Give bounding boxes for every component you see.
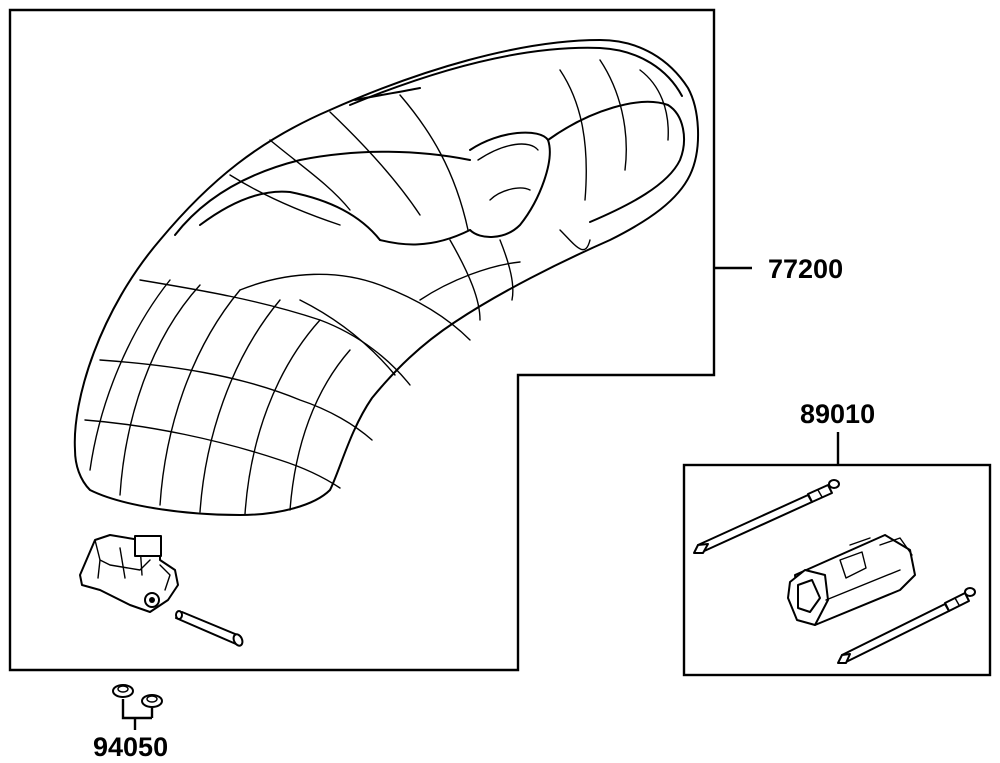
nut-1 — [112, 684, 134, 698]
nuts-leader-line — [121, 699, 152, 730]
tool-kit-part-number: 89010 — [800, 399, 875, 429]
screwdriver-upper — [693, 479, 840, 554]
screwdriver-lower — [837, 587, 976, 664]
seat-assembly-frame — [8, 8, 716, 672]
tool-kit-frame — [682, 463, 992, 677]
seat-part-number: 77200 — [768, 254, 843, 284]
hinge-pin — [175, 610, 244, 647]
nut-2 — [141, 694, 163, 708]
nuts-part-number: 94050 — [93, 732, 168, 762]
seat-hinge-bracket — [79, 534, 179, 613]
plug-wrench — [787, 534, 916, 626]
flange-nuts — [112, 684, 163, 708]
seat-illustration — [73, 39, 699, 516]
